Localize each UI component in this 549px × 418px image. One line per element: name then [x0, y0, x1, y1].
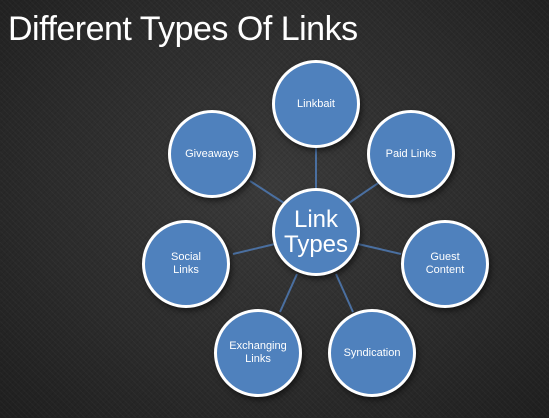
- connector-social-links: [232, 243, 276, 255]
- connector-syndication: [335, 273, 354, 313]
- node-guest-content: Guest Content: [401, 220, 489, 308]
- node-syndication: Syndication: [328, 309, 416, 397]
- node-social-links: Social Links: [142, 220, 230, 308]
- node-exchanging-links: Exchanging Links: [214, 309, 302, 397]
- slide-title: Different Types Of Links: [8, 10, 358, 48]
- connector-exchanging-links: [279, 273, 298, 313]
- node-link-types-center: Link Types: [272, 188, 360, 276]
- node-paid-links: Paid Links: [367, 110, 455, 198]
- connector-giveaways: [249, 180, 288, 206]
- node-linkbait: Linkbait: [272, 60, 360, 148]
- node-giveaways: Giveaways: [168, 110, 256, 198]
- connector-guest-content: [357, 243, 402, 255]
